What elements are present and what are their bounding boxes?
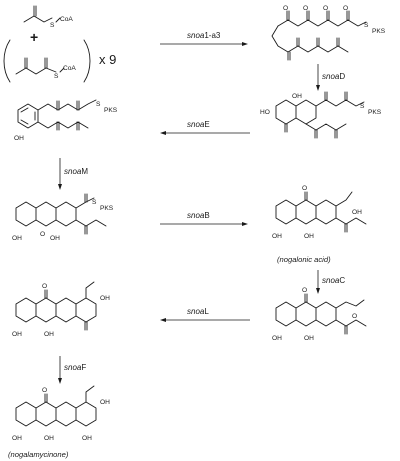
svg-text:PKS: PKS xyxy=(100,205,114,212)
malonyl-coa-structure: S CoA xyxy=(3,39,91,83)
svg-text:O: O xyxy=(42,387,47,394)
enzyme-label-step6: snoaC xyxy=(322,276,345,285)
svg-text:OH: OH xyxy=(12,235,22,242)
svg-text:OH: OH xyxy=(44,435,54,442)
svg-text:O: O xyxy=(302,185,307,192)
svg-text:OH: OH xyxy=(352,209,362,216)
svg-text:O: O xyxy=(343,5,348,12)
arrow-step5 xyxy=(160,222,248,226)
svg-text:OH: OH xyxy=(12,331,22,338)
svg-text:PKS: PKS xyxy=(372,28,386,35)
arrow-step4 xyxy=(58,158,62,190)
svg-text:O: O xyxy=(283,5,288,12)
svg-text:O: O xyxy=(42,283,47,290)
svg-text:PKS: PKS xyxy=(104,107,118,114)
svg-text:S: S xyxy=(92,199,97,206)
svg-text:S: S xyxy=(96,101,101,108)
arrow-step1 xyxy=(160,42,248,46)
svg-text:OH: OH xyxy=(272,335,282,342)
svg-text:OH: OH xyxy=(100,399,110,406)
svg-text:O: O xyxy=(352,313,357,320)
svg-text:OH: OH xyxy=(14,135,24,142)
enzyme-label-step2: snoaD xyxy=(322,72,345,81)
arrow-step2 xyxy=(316,64,320,91)
anthrone-intermediate-structure: S PKS OH OH O xyxy=(12,193,114,242)
enzyme-labels: snoa1-a3 snoaD snoaE snoaM snoaB snoaC s… xyxy=(64,31,345,372)
svg-text:OH: OH xyxy=(100,295,110,302)
enzyme-label-step7: snoaL xyxy=(187,307,209,316)
svg-text:OH: OH xyxy=(82,435,92,442)
svg-text:PKS: PKS xyxy=(368,109,382,116)
svg-text:CoA: CoA xyxy=(63,65,76,72)
svg-text:O: O xyxy=(40,231,45,238)
svg-text:OH: OH xyxy=(304,233,314,240)
svg-text:S: S xyxy=(360,103,365,110)
multiplier-label: x 9 xyxy=(99,52,116,67)
svg-text:OH: OH xyxy=(12,435,22,442)
linear-polyketide-structure: O O O O S PKS xyxy=(271,5,386,61)
nogalonic-acid-structure: O OH OH OH xyxy=(272,185,367,240)
aromatized-intermediate-structure: S PKS OH xyxy=(14,99,118,142)
svg-text:O: O xyxy=(302,287,307,294)
svg-text:OH: OH xyxy=(304,335,314,342)
plus-sign: + xyxy=(30,29,38,45)
enzyme-label-step8: snoaF xyxy=(64,363,86,372)
svg-text:S: S xyxy=(54,73,59,80)
svg-text:O: O xyxy=(303,5,308,12)
svg-text:HO: HO xyxy=(260,109,270,116)
svg-text:CoA: CoA xyxy=(60,16,73,23)
acetyl-coa-structure: S CoA xyxy=(23,5,73,29)
enzyme-label-step3: snoaE xyxy=(187,120,210,129)
nogalamycinone-caption: (nogalamycinone) xyxy=(8,450,69,459)
arrow-step3 xyxy=(160,131,250,135)
svg-text:OH: OH xyxy=(50,235,60,242)
nogalonic-acid-methyl-ester-structure: O O OH OH xyxy=(272,287,367,342)
tetracyclic-ketone-structure: O OH OH OH xyxy=(12,281,110,338)
enzyme-label-step5: snoaB xyxy=(187,211,210,220)
enzyme-label-step1: snoa1-a3 xyxy=(187,31,221,40)
nogalamycinone-structure: O OH OH OH OH xyxy=(12,385,110,442)
enzyme-label-step4: snoaM xyxy=(64,167,88,176)
svg-text:S: S xyxy=(364,22,369,29)
nogalonic-acid-caption: (nogalonic acid) xyxy=(277,255,331,264)
arrow-step6 xyxy=(316,270,320,294)
svg-text:S: S xyxy=(50,22,55,29)
cyclized-intermediate-structure: S PKS HO OH xyxy=(260,91,382,139)
svg-text:O: O xyxy=(323,5,328,12)
reaction-arrows xyxy=(58,42,320,384)
svg-text:OH: OH xyxy=(292,93,302,100)
svg-text:OH: OH xyxy=(272,233,282,240)
svg-text:OH: OH xyxy=(44,331,54,338)
arrow-step8 xyxy=(58,356,62,384)
arrow-step7 xyxy=(160,318,250,322)
